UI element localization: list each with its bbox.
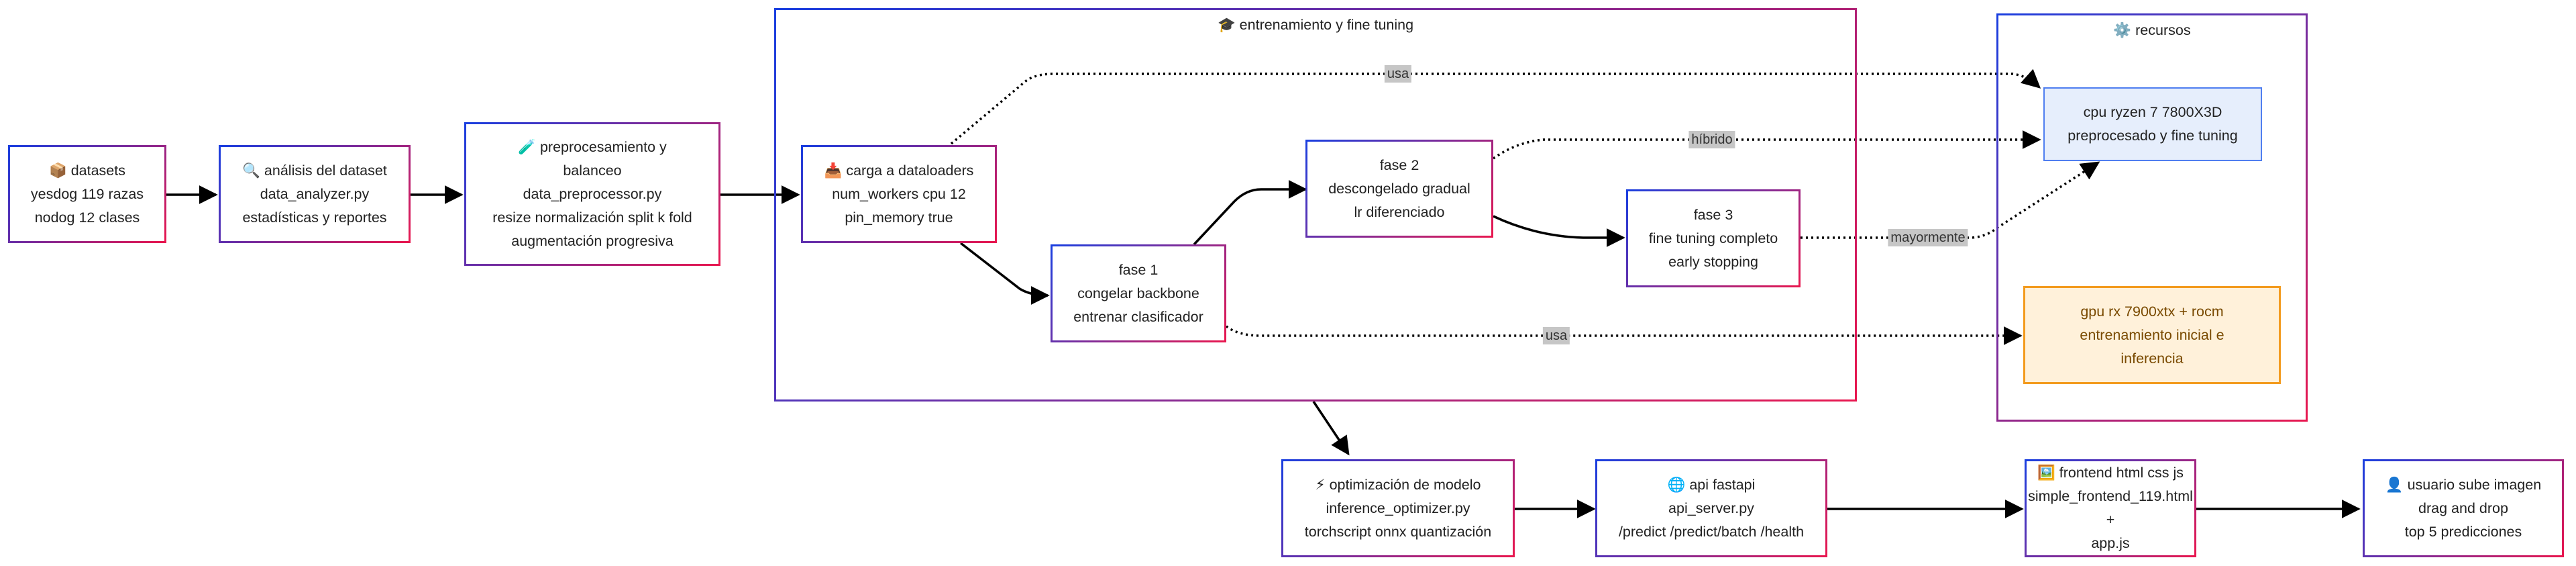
node-api-line3: /predict /predict/batch /health [1618, 523, 1805, 540]
edge-label-usa-bottom: usa [1542, 327, 1570, 344]
node-phase1-line2: congelar backbone [1077, 285, 1199, 301]
node-loaders-line2: num_workers cpu 12 [832, 185, 966, 202]
node-preproc-line5: augmentación progresiva [511, 232, 674, 249]
node-cpu-title: cpu ryzen 7 7800X3D [2083, 104, 2222, 120]
node-datasets-line3: nodog 12 clases [34, 209, 140, 226]
edge-label-usa-top: usa [1384, 65, 1412, 83]
node-loaders-title: 📥 carga a dataloaders [824, 162, 974, 179]
node-analyzer-line3: estadísticas y reportes [242, 209, 387, 226]
node-analyzer[interactable]: 🔍 análisis del dataset data_analyzer.py … [219, 145, 411, 243]
node-analyzer-title: 🔍 análisis del dataset [242, 162, 387, 179]
node-optimizer-line2: inference_optimizer.py [1326, 500, 1470, 516]
node-user-line2: drag and drop [2418, 500, 2508, 516]
node-preproc[interactable]: 🧪 preprocesamiento y balanceo data_prepr… [464, 122, 720, 266]
node-loaders[interactable]: 📥 carga a dataloaders num_workers cpu 12… [801, 145, 997, 243]
node-gpu[interactable]: gpu rx 7900xtx + rocm entrenamiento inic… [2023, 286, 2281, 384]
node-gpu-line2: entrenamiento inicial e [2080, 326, 2224, 343]
node-datasets-line2: yesdog 119 razas [30, 185, 144, 202]
node-frontend-line3: app.js [2091, 535, 2130, 551]
node-phase1-title: fase 1 [1118, 261, 1159, 278]
node-preproc-line2: balanceo [563, 162, 622, 179]
node-cpu-line2: preprocesado y fine tuning [2068, 128, 2238, 144]
node-frontend-line2: simple_frontend_119.html + [2028, 488, 2193, 528]
node-phase3-line2: fine tuning completo [1648, 230, 1778, 246]
edge-phase3-cpu-mayormente [1801, 161, 2100, 239]
node-frontend-title: 🖼️ frontend html css js [2037, 465, 2184, 481]
node-phase2-line2: descongelado gradual [1328, 180, 1470, 197]
node-optimizer-line3: torchscript onnx quantización [1304, 523, 1492, 540]
node-preproc-line3: data_preprocessor.py [523, 185, 662, 202]
cluster-training-title: 🎓 entrenamiento y fine tuning [1217, 17, 1414, 33]
node-preproc-title: 🧪 preprocesamiento y [518, 138, 667, 155]
node-analyzer-line2: data_analyzer.py [260, 185, 370, 202]
node-phase2-title: fase 2 [1379, 156, 1419, 173]
cluster-resources-title: ⚙️ recursos [2113, 22, 2191, 38]
node-user[interactable]: 👤 usuario sube imagen drag and drop top … [2363, 459, 2564, 557]
node-datasets[interactable]: 📦 datasets yesdog 119 razas nodog 12 cla… [8, 145, 166, 243]
node-gpu-title: gpu rx 7900xtx + rocm [2080, 303, 2224, 320]
node-api-line2: api_server.py [1668, 500, 1754, 516]
node-phase1-line3: entrenar clasificador [1073, 308, 1203, 325]
node-optimizer[interactable]: ⚡ optimización de modelo inference_optim… [1281, 459, 1515, 557]
node-phase3-title: fase 3 [1693, 206, 1733, 223]
node-phase2[interactable]: fase 2 descongelado gradual lr diferenci… [1305, 140, 1493, 238]
node-user-title: 👤 usuario sube imagen [2385, 476, 2542, 493]
edge-training-optimizer [1312, 401, 1350, 456]
node-loaders-line3: pin_memory true [845, 209, 953, 226]
node-gpu-line3: inferencia [2121, 350, 2184, 367]
node-api[interactable]: 🌐 api fastapi api_server.py /predict /pr… [1595, 459, 1827, 557]
edge-label-hibrido: híbrido [1688, 131, 1735, 148]
node-phase3[interactable]: fase 3 fine tuning completo early stoppi… [1626, 189, 1801, 287]
node-phase1[interactable]: fase 1 congelar backbone entrenar clasif… [1051, 244, 1226, 342]
node-api-title: 🌐 api fastapi [1667, 476, 1756, 493]
node-phase3-line3: early stopping [1668, 253, 1758, 270]
node-user-line3: top 5 predicciones [2404, 523, 2522, 540]
node-frontend[interactable]: 🖼️ frontend html css js simple_frontend_… [2025, 459, 2196, 557]
edge-label-mayormente: mayormente [1888, 229, 1968, 246]
node-cpu[interactable]: cpu ryzen 7 7800X3D preprocesado y fine … [2043, 87, 2262, 161]
node-optimizer-title: ⚡ optimización de modelo [1315, 476, 1481, 493]
node-preproc-line4: resize normalización split k fold [492, 209, 692, 226]
node-phase2-line3: lr diferenciado [1354, 203, 1445, 220]
node-datasets-title: 📦 datasets [48, 162, 125, 179]
